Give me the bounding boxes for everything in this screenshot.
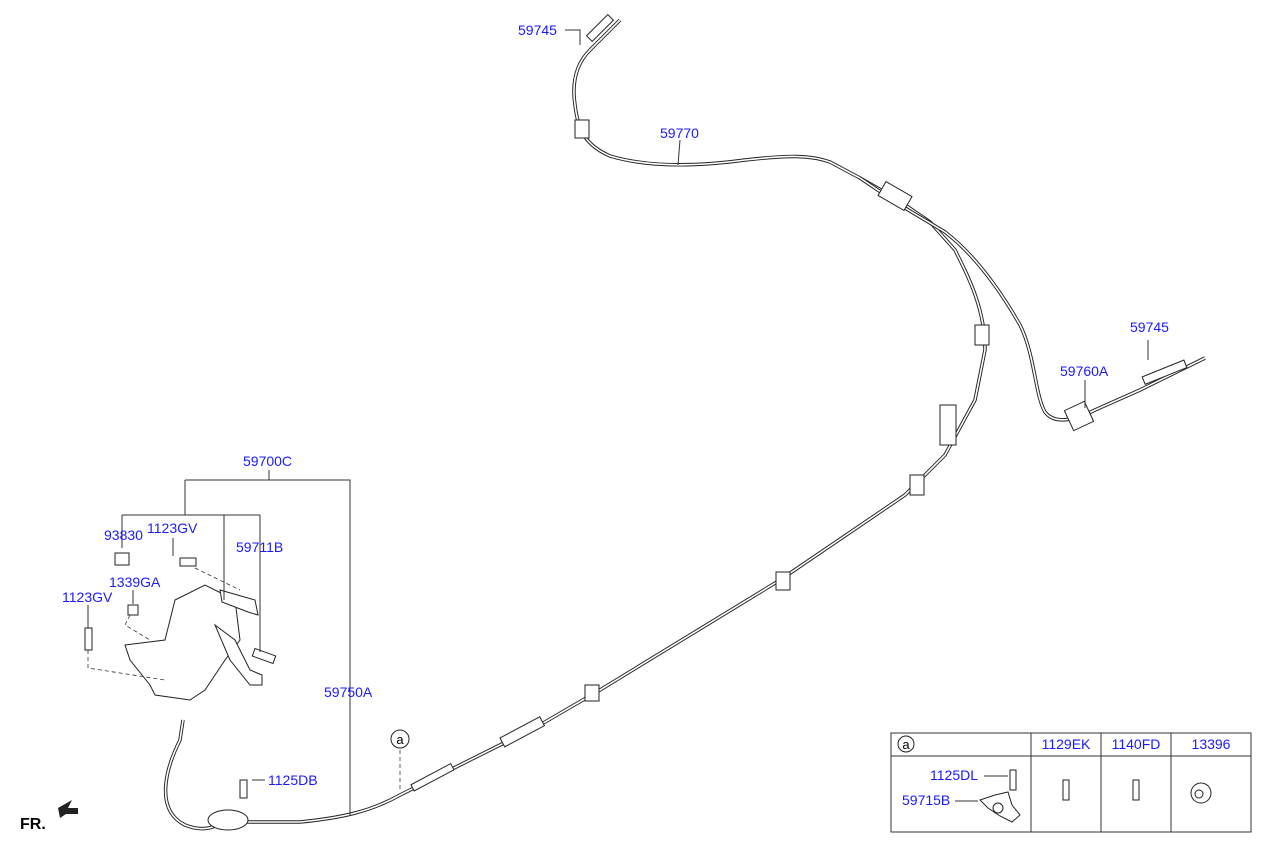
switch-icon [114, 552, 130, 566]
label-59750A: 59750A [324, 684, 373, 700]
label-59745-right: 59745 [1130, 319, 1169, 335]
detail-ref-circle [390, 729, 410, 749]
label-59715B: 59715B [902, 792, 950, 808]
label-59770: 59770 [660, 125, 699, 141]
label-93830: 93830 [104, 527, 143, 543]
label-1339GA: 1339GA [109, 574, 161, 590]
detail-ref-label: a [396, 732, 404, 747]
label-1125DB: 1125DB [268, 772, 318, 788]
pedal-assembly [84, 552, 277, 799]
grommet [207, 809, 249, 831]
leader-lines [58, 29, 1149, 818]
bolt-floor-icon [239, 779, 248, 799]
bracket-mid [974, 324, 990, 346]
junction [877, 180, 913, 212]
bracket-right [1063, 400, 1095, 432]
nut-icon [127, 604, 139, 616]
bracket-left-upper [574, 119, 590, 139]
bracket-front [775, 571, 791, 591]
bolt-1140FD-icon [1132, 779, 1140, 801]
bolt-upper-icon [179, 557, 197, 567]
spring-front [410, 762, 455, 792]
table-col-1129EK: 1129EK [1042, 736, 1091, 752]
label-59745-top: 59745 [518, 22, 557, 38]
table-col-13396: 13396 [1192, 736, 1231, 752]
label-1123GV-left: 1123GV [62, 589, 113, 605]
label-1123GV-upper: 1123GV [147, 520, 198, 536]
bolt-1125DL-icon [1009, 769, 1017, 791]
bracket-lower [939, 404, 957, 446]
spring-top [585, 13, 615, 43]
bolt-left-icon [84, 627, 93, 651]
bracket-lower-2 [909, 474, 925, 496]
cable-lines [163, 13, 1206, 831]
main-cable [163, 18, 987, 831]
label-59711B: 59711B [236, 539, 283, 555]
table-col-1140FD: 1140FD [1112, 736, 1161, 752]
bracket-front-2 [584, 684, 600, 702]
front-arrow-icon [58, 800, 78, 818]
label-1125DL: 1125DL [930, 767, 978, 783]
table-ref: a [902, 737, 910, 752]
bolt-1129EK-icon [1062, 779, 1070, 801]
detail-table: a 1129EK 1140FD 13396 1125DL 59715B [890, 732, 1252, 833]
front-indicator: FR. [20, 816, 46, 833]
label-59760A: 59760A [1060, 363, 1109, 379]
equalizer [499, 716, 546, 748]
spring-right [1141, 359, 1188, 385]
label-59700C: 59700C [243, 453, 292, 469]
